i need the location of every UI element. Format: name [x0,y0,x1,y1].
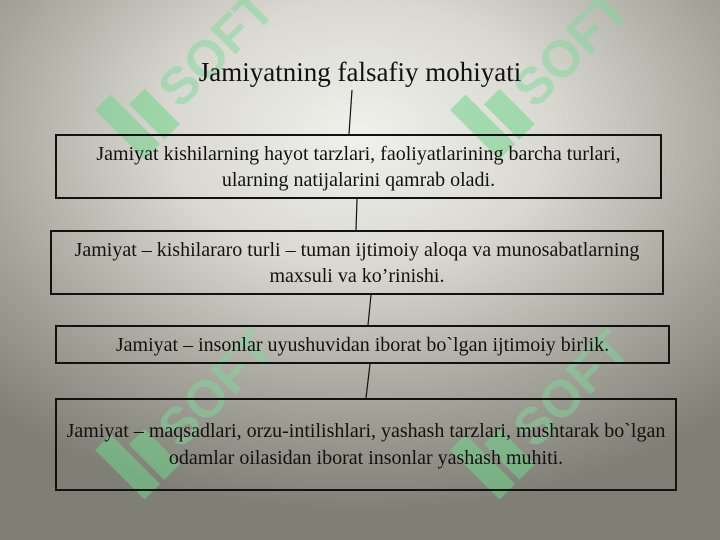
slide-title: Jamiyatning falsafiy mohiyati [198,57,522,87]
definition-box-1: Jamiyat kishilarning hayot tarzlari, fao… [55,134,662,199]
definition-box-2: Jamiyat – kishilararo turli – tuman ijti… [50,230,664,295]
definition-text-2: Jamiyat – kishilararo turli – tuman ijti… [74,238,640,287]
connector-title-to-box-1 [348,89,353,135]
connector-box-2-to-box-3 [367,294,372,326]
definition-text-4: Jamiyat – maqsadlari, orzu-intilishlari,… [66,419,666,469]
connector-box-3-to-box-4 [365,363,371,399]
definition-box-4: Jamiyat – maqsadlari, orzu-intilishlari,… [55,398,677,491]
connector-box-1-to-box-2 [355,198,358,231]
definition-text-1: Jamiyat kishilarning hayot tarzlari, fao… [96,142,621,191]
definition-text-3: Jamiyat – insonlar uyushuvidan iborat bo… [115,333,610,356]
definition-box-3: Jamiyat – insonlar uyushuvidan iborat bo… [55,325,670,364]
